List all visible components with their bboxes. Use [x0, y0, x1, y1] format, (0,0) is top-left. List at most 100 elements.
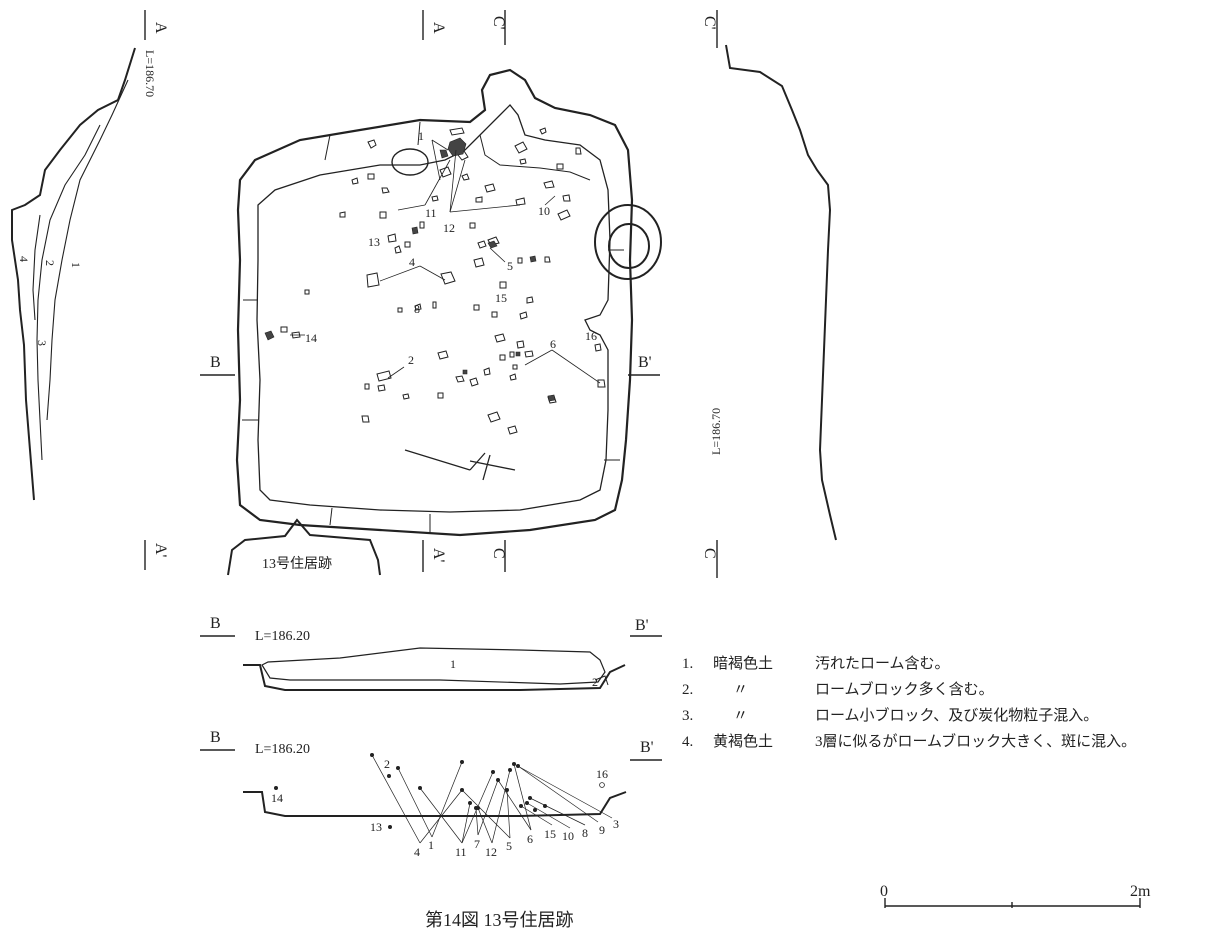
a-profile-layer-line-2: [36, 124, 101, 461]
b-lower-artifact-number: 7: [474, 837, 480, 851]
a-profile-level: L=186.70: [143, 50, 157, 97]
plan-a-bottom-label: A': [430, 548, 447, 563]
a-profile-ground-surface: [11, 47, 136, 501]
legend-description: ローム小ブロック、及び炭化物粒子混入。: [815, 706, 1098, 724]
b-lower-artifact-number: 14: [271, 791, 283, 805]
plan-b-right-label: B': [638, 354, 652, 371]
artifact-number: 13: [368, 235, 380, 249]
artifact-number: 6: [550, 337, 556, 351]
legend-soil: 暗褐色土: [713, 655, 773, 672]
b-upper-layer-label: 2: [592, 675, 598, 689]
artifact-number: 8: [414, 302, 420, 316]
artifact-number: 10: [538, 204, 550, 218]
legend-row: 3. 〃 ローム小ブロック、及び炭化物粒子混入。: [682, 706, 1098, 724]
a-profile-layer-line-3: [32, 214, 41, 321]
scale-end-label: 2m: [1130, 883, 1151, 900]
b-lower-level: L=186.20: [255, 742, 310, 757]
plan-c-top-label: C': [490, 16, 507, 30]
b-section-lower: B L=186.20 B': [200, 729, 662, 859]
b-lower-artifact-dots: [274, 753, 605, 829]
artifact-number: 14: [305, 331, 317, 345]
c-profile-ground-surface: [725, 44, 837, 541]
artifact-number: 11: [425, 206, 437, 220]
dwelling-pit-line: [479, 134, 591, 181]
legend-number: 4.: [682, 734, 693, 750]
artifact-number: 5: [507, 259, 513, 273]
floor-scratch-lines: [404, 449, 516, 481]
b-lower-artifact-number: 4: [414, 845, 420, 859]
artifact-number: 12: [443, 221, 455, 235]
b-lower-artifact-number: 12: [485, 845, 497, 859]
plan-c-bottom-label: C: [490, 548, 507, 559]
b-lower-artifact-number: 5: [506, 839, 512, 853]
a-section-profile: A L=186.70 A' 1 2 4 3: [11, 10, 169, 570]
c-profile-level: L=186.70: [709, 408, 723, 455]
legend-soil: 黄褐色土: [713, 733, 773, 750]
b-lower-artifact-number: 15: [544, 827, 556, 841]
external-pit-outer: [594, 204, 662, 280]
b-lower-artifact-number: 16: [596, 767, 608, 781]
b-upper-level: L=186.20: [255, 629, 310, 644]
b-lower-artifact-number: 1: [428, 838, 434, 852]
b-lower-leader-lines: [371, 754, 613, 844]
b-lower-left-label: B: [210, 729, 221, 746]
plan-a-top-label: A: [430, 22, 447, 34]
b-lower-artifact-number: 11: [455, 845, 467, 859]
plan-b-left-label: B: [210, 354, 221, 371]
b-lower-artifact-number: 10: [562, 829, 574, 843]
artifact-number: 16: [585, 329, 597, 343]
artifact-leader-lines: [290, 139, 601, 384]
wall-ticks: [242, 121, 624, 534]
stones: [264, 127, 606, 435]
a-profile-layer-label: 3: [35, 340, 49, 346]
legend-description: 汚れたローム含む。: [815, 655, 950, 672]
legend-number: 2.: [682, 682, 693, 698]
b-lower-artifact-number: 8: [582, 826, 588, 840]
artifact-number: 1: [418, 129, 424, 143]
scale-start-label: 0: [880, 883, 888, 900]
artifact-number: 2: [408, 353, 414, 367]
b-lower-right-label: B': [640, 739, 654, 756]
b-upper-pit-profile: [243, 664, 626, 691]
artifact-number: 15: [495, 291, 507, 305]
b-upper-layer2-line: [594, 675, 609, 686]
legend-soil: 〃: [733, 708, 748, 724]
soil-legend: 1. 暗褐色土 汚れたローム含む。 2. 〃 ロームブロック多く含む。 3. 〃…: [682, 655, 1136, 750]
a-profile-top-label: A: [152, 22, 169, 34]
c-profile-bottom-label: C: [701, 548, 718, 559]
b-lower-artifact-number: 3: [613, 817, 619, 831]
legend-description: ロームブロック多く含む。: [815, 680, 994, 698]
c-profile-top-label: C': [701, 16, 718, 30]
b-lower-artifact-number: 9: [599, 823, 605, 837]
a-profile-layer-label: 1: [69, 262, 83, 268]
external-pit-inner: [608, 223, 650, 269]
neighbor-dwelling-outline: [227, 518, 381, 576]
a-profile-layer-label: 2: [43, 260, 57, 266]
legend-number: 1.: [682, 656, 693, 672]
legend-soil: 〃: [733, 682, 748, 698]
legend-row: 1. 暗褐色土 汚れたローム含む。: [682, 655, 950, 672]
dwelling-floor-edge: [256, 104, 611, 513]
c-section-profile: C' C L=186.70: [701, 10, 837, 578]
legend-row: 4. 黄褐色土 3層に似るがロームブロック大きく、斑に混入。: [682, 732, 1136, 750]
legend-number: 3.: [682, 708, 693, 724]
b-lower-pit-profile: [243, 791, 627, 817]
a-profile-layer-line-1: [46, 79, 129, 421]
hearth-pit: [391, 148, 429, 176]
legend-row: 2. 〃 ロームブロック多く含む。: [682, 680, 994, 698]
b-lower-artifact-number: 6: [527, 832, 533, 846]
b-upper-layer-label: 1: [450, 657, 456, 671]
b-section-upper: B L=186.20 B' 1 2: [200, 615, 662, 691]
a-profile-bottom-label: A': [152, 543, 169, 558]
dwelling-plan: A C' A' C B B': [200, 10, 662, 576]
scale-bar: 0 2m: [880, 883, 1151, 908]
b-upper-left-label: B: [210, 615, 221, 632]
b-upper-layer-line: [261, 647, 606, 685]
b-lower-artifact-number: 13: [370, 820, 382, 834]
neighbor-dwelling-label: 13号住居跡: [262, 556, 332, 572]
b-upper-right-label: B': [635, 617, 649, 634]
dwelling-outer-wall: [235, 68, 634, 537]
b-lower-artifact-number: 2: [384, 757, 390, 771]
legend-description: 3層に似るがロームブロック大きく、斑に混入。: [815, 732, 1136, 750]
